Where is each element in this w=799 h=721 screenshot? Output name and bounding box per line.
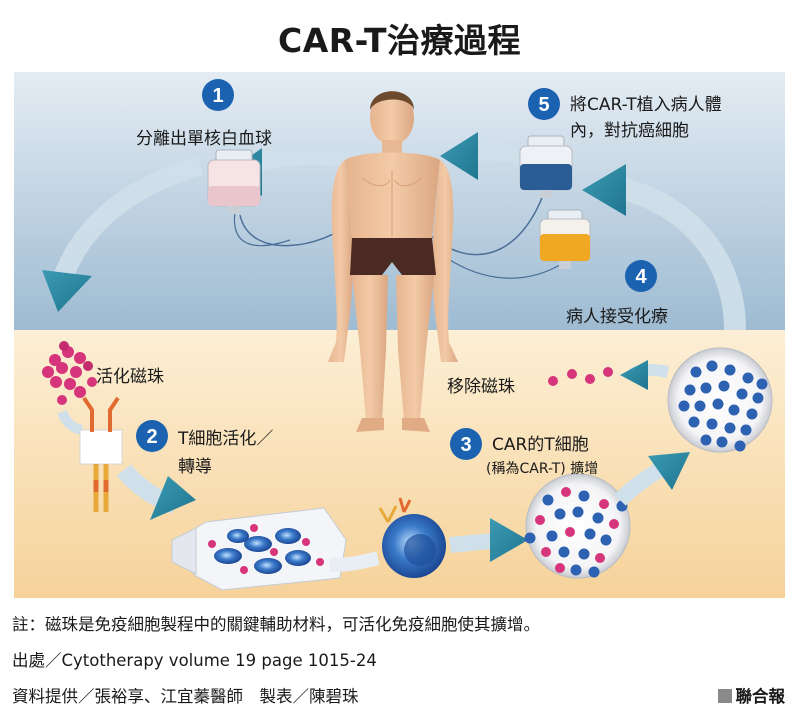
car-t-cell-dot <box>542 494 554 506</box>
brand-square-icon <box>717 689 732 703</box>
step-5-label-line2: 內，對抗癌細胞 <box>570 121 689 141</box>
activate-beads-label: 活化磁珠 <box>96 367 164 387</box>
bead-dot <box>535 515 545 525</box>
car-t-cell-dot <box>742 372 754 384</box>
bead-dot <box>541 547 551 557</box>
expansion-dish-cells <box>524 487 628 578</box>
car-t-cell-dot <box>578 548 590 560</box>
step-badge-1 <box>202 79 234 111</box>
removed-beads-icon <box>548 367 613 386</box>
iv-tube <box>233 211 291 247</box>
car-t-cell-dot <box>756 378 768 390</box>
step-4-label: 病人接受化療 <box>566 307 668 327</box>
arrow-head-icon <box>620 360 648 390</box>
arrow-head-icon <box>42 270 92 312</box>
car-t-cell-dot <box>684 384 696 396</box>
car-t-cell-dot <box>584 528 596 540</box>
bead-dot <box>595 553 605 563</box>
arrow-head-icon <box>150 476 196 520</box>
car-t-cell-dot <box>712 398 724 410</box>
brand-name: 聯合報 <box>735 687 786 706</box>
source-line: 出處／Cytotherapy volume 19 page 1015-24 <box>12 651 377 670</box>
activation-beads-cluster-icon <box>42 341 97 405</box>
step-badge-5 <box>528 88 560 120</box>
iv-bag-chemo-icon <box>539 209 591 269</box>
car-t-cell-dot <box>578 490 590 502</box>
car-t-cell-dot <box>554 508 566 520</box>
iv-bag-leukapheresis-icon <box>207 149 261 214</box>
footnote: 註：磁珠是免疫細胞製程中的關鍵輔助材料，可活化免疫細胞使其擴增。 <box>12 615 540 634</box>
car-t-cell-dot <box>524 532 536 544</box>
arrow-head-icon <box>490 518 528 562</box>
culture-flask-icon <box>171 507 347 591</box>
car-t-cell-dot <box>752 392 764 404</box>
car-t-cell-dot <box>736 388 748 400</box>
purified-dish-cells <box>678 360 768 452</box>
step-number-3: 3 <box>460 434 471 456</box>
car-t-cell-dot <box>572 506 584 518</box>
patient-figure-icon <box>328 91 458 432</box>
flow-arrow-dish-to-bag5 <box>617 177 746 331</box>
step-3-label-line2: (稱為CAR-T) 擴增 <box>486 461 599 477</box>
bead-dot <box>609 519 619 529</box>
bead-dot <box>555 563 565 573</box>
car-t-cell-dot <box>746 408 758 420</box>
car-t-cell-dot <box>706 418 718 430</box>
car-t-cell-dot <box>740 424 752 436</box>
bead-dot <box>599 499 609 509</box>
car-t-cell-dot <box>592 512 604 524</box>
car-t-cell-dot <box>546 530 558 542</box>
remove-beads-label: 移除磁珠 <box>447 377 515 397</box>
arrow-head-icon <box>440 132 478 180</box>
brand-mark: 聯合報 <box>717 683 786 707</box>
car-t-cell-dot <box>728 404 740 416</box>
car-t-cell-icon <box>378 497 446 578</box>
car-t-cell-dot <box>600 534 612 546</box>
step-1-label: 分離出單核白血球 <box>136 129 272 149</box>
iv-bag-car-t-icon <box>519 135 573 198</box>
flow-arrow-flask-to-tcell <box>329 551 380 572</box>
car-t-cell-dot <box>724 364 736 376</box>
car-t-cell-dot <box>588 566 600 578</box>
step-number-4: 4 <box>635 266 647 288</box>
car-t-cell-dot <box>716 436 728 448</box>
step-3-label-line1: CAR的T細胞 <box>492 435 589 455</box>
title-band <box>0 0 799 72</box>
flow-arrow-beads-to-receptor <box>57 409 84 435</box>
car-t-cell-dot <box>700 382 712 394</box>
car-t-cell-dot <box>706 360 718 372</box>
step-2-label-line1: T細胞活化／ <box>178 429 274 449</box>
arrow-head-icon <box>648 452 690 490</box>
credits-line: 資料提供／張裕享、江宜蓁醫師 製表／陳碧珠 <box>12 687 359 706</box>
step-badge-3 <box>450 428 482 460</box>
page-title: CAR-T治療過程 <box>277 21 522 60</box>
car-t-cell-dot <box>688 416 700 428</box>
car-t-cell-dot <box>570 564 582 576</box>
car-t-cell-dot <box>678 400 690 412</box>
car-t-cell-dot <box>694 400 706 412</box>
flow-arrow-bag1-to-beads <box>52 155 203 284</box>
step-2-label-line2: 轉導 <box>178 457 212 477</box>
step-badge-2 <box>136 420 168 452</box>
step-badge-4 <box>625 260 657 292</box>
car-t-cell-dot <box>558 546 570 558</box>
car-receptor-icon <box>79 396 123 512</box>
step-number-1: 1 <box>212 85 223 107</box>
step-5-label-line1: 將CAR-T植入病人體 <box>570 95 722 115</box>
step-number-2: 2 <box>146 426 157 448</box>
bead-dot <box>565 527 575 537</box>
arrow-head-icon <box>582 164 626 216</box>
car-t-cell-dot <box>724 422 736 434</box>
car-t-cell-dot <box>718 380 730 392</box>
car-t-cell-dot <box>700 434 712 446</box>
car-t-cell-dot <box>690 366 702 378</box>
bead-dot <box>561 487 571 497</box>
step-number-5: 5 <box>538 94 549 116</box>
car-t-cell-dot <box>734 440 746 452</box>
